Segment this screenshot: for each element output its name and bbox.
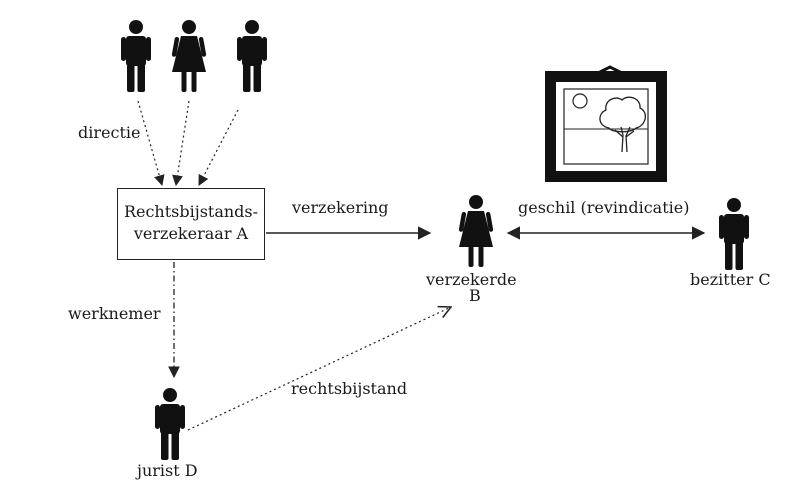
lawyer-label: jurist D bbox=[137, 461, 198, 480]
board-arrows bbox=[137, 100, 239, 187]
insurer-label-line2: verzekeraar A bbox=[133, 224, 249, 243]
framed-painting-icon bbox=[545, 65, 667, 182]
lawyer-person-icon bbox=[155, 388, 185, 460]
board-arrow-3 bbox=[198, 109, 239, 186]
possessor-person-icon bbox=[719, 198, 749, 270]
male-person-icon bbox=[121, 20, 151, 92]
board-members bbox=[121, 20, 267, 92]
legal-aid-label: rechtsbijstand bbox=[291, 379, 408, 398]
legal-aid-arrow bbox=[187, 307, 451, 431]
insurer-box: Rechtsbijstands- verzekeraar A bbox=[117, 188, 265, 260]
board-arrow-1 bbox=[137, 100, 165, 187]
dispute-label: geschil (revindicatie) bbox=[518, 198, 690, 217]
insured-label-line1: verzekerde bbox=[426, 270, 517, 289]
board-arrow-2 bbox=[172, 100, 190, 187]
board-label: directie bbox=[78, 123, 141, 142]
female-person-icon bbox=[171, 20, 207, 92]
employee-label: werknemer bbox=[68, 304, 161, 323]
insurer-label-line1: Rechtsbijstands- bbox=[123, 202, 259, 221]
insured-person-icon bbox=[458, 195, 494, 267]
insurance-label: verzekering bbox=[292, 198, 389, 217]
insured-label-line2: B bbox=[469, 286, 481, 305]
possessor-label: bezitter C bbox=[690, 270, 771, 289]
male-person-icon bbox=[237, 20, 267, 92]
